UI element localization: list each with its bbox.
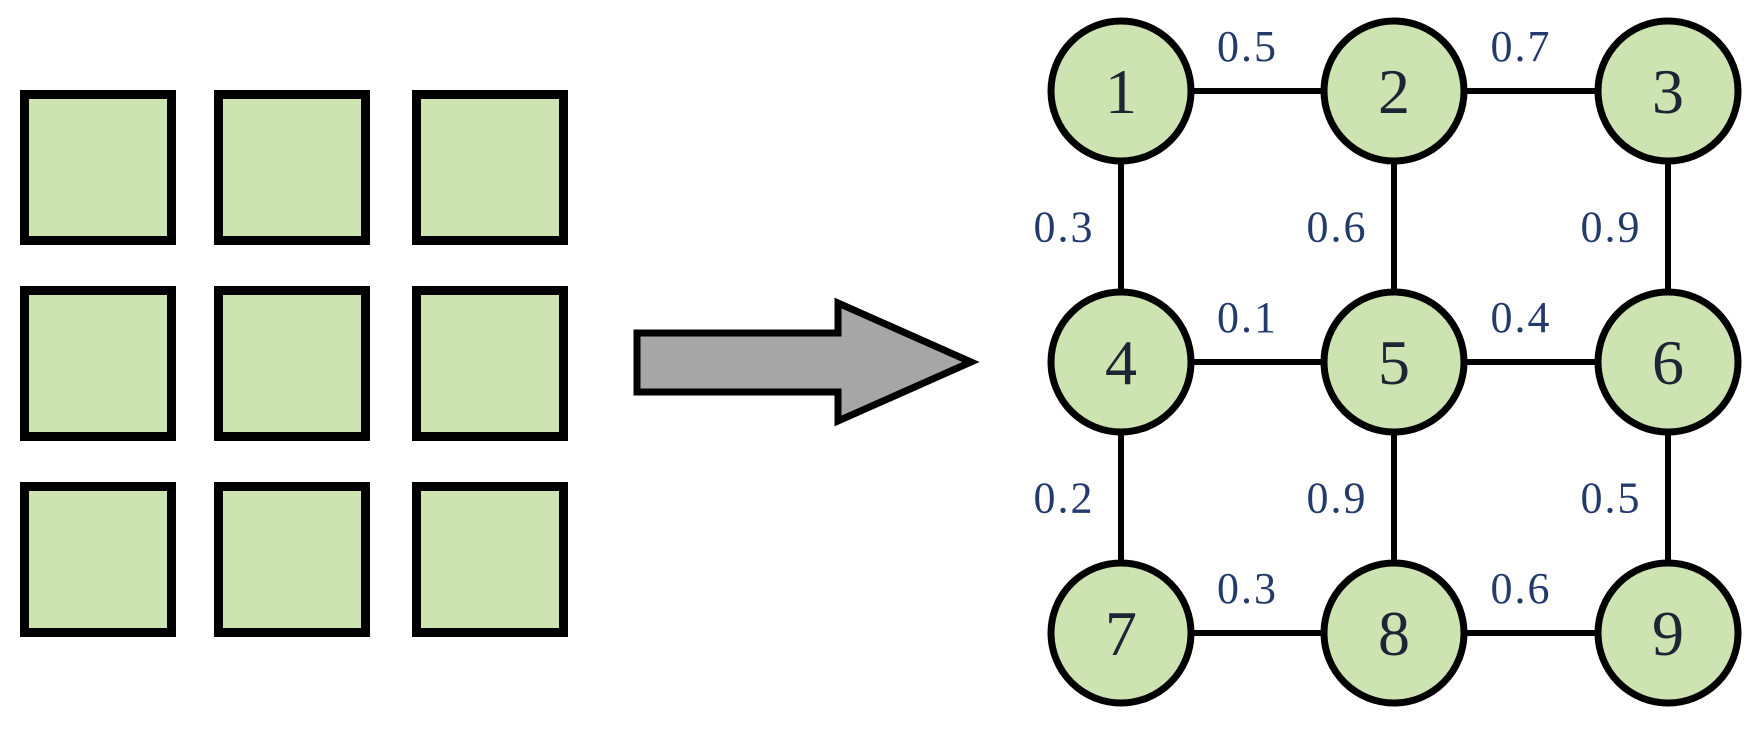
graph-node-label: 9 [1652,598,1684,669]
edge-weight-label: 0.5 [1581,474,1642,523]
graph-node [1047,17,1195,165]
right-arrow-shape [633,297,980,427]
graph-node-label: 6 [1652,327,1684,398]
graph-node [1594,559,1742,707]
edge-weight-label: 0.7 [1491,22,1552,71]
edge-weight-label: 0.6 [1491,564,1552,613]
graph-node-label: 3 [1652,56,1684,127]
graph-node-label: 8 [1378,598,1410,669]
grid-cell [20,482,176,637]
graph-node-label: 2 [1378,56,1410,127]
grid-cell [214,482,370,637]
graph-node [1320,559,1468,707]
grid-cell [214,286,370,441]
graph-node-label: 7 [1105,598,1137,669]
edge-weight-label: 0.2 [1034,474,1095,523]
graph-node [1320,288,1468,436]
grid-cell [214,90,370,245]
edge-weight-label: 0.3 [1034,203,1095,252]
graph-node [1594,17,1742,165]
edge-weight-label: 0.5 [1217,22,1278,71]
graph-node-label: 4 [1105,327,1137,398]
graph-node-label: 5 [1378,327,1410,398]
edge-weight-label: 0.4 [1491,293,1552,342]
grid-cell [412,90,568,245]
edge-weight-label: 0.9 [1307,474,1368,523]
grid-cell [20,90,176,245]
graph-node-label: 1 [1105,56,1137,127]
right-arrow-icon [633,297,980,427]
grid-cell [20,286,176,441]
graph-node [1047,288,1195,436]
graph-nodes: 1 2 3 4 5 6 7 8 9 [1047,17,1742,707]
edge-weight-label: 0.9 [1581,203,1642,252]
grid-cell [412,286,568,441]
pixel-grid [20,90,568,637]
graph-node [1320,17,1468,165]
edge-weight-label: 0.1 [1217,293,1278,342]
graph-node [1047,559,1195,707]
edge-weight-label: 0.3 [1217,564,1278,613]
edge-weight-label: 0.6 [1307,203,1368,252]
graph-node [1594,288,1742,436]
grid-cell [412,482,568,637]
